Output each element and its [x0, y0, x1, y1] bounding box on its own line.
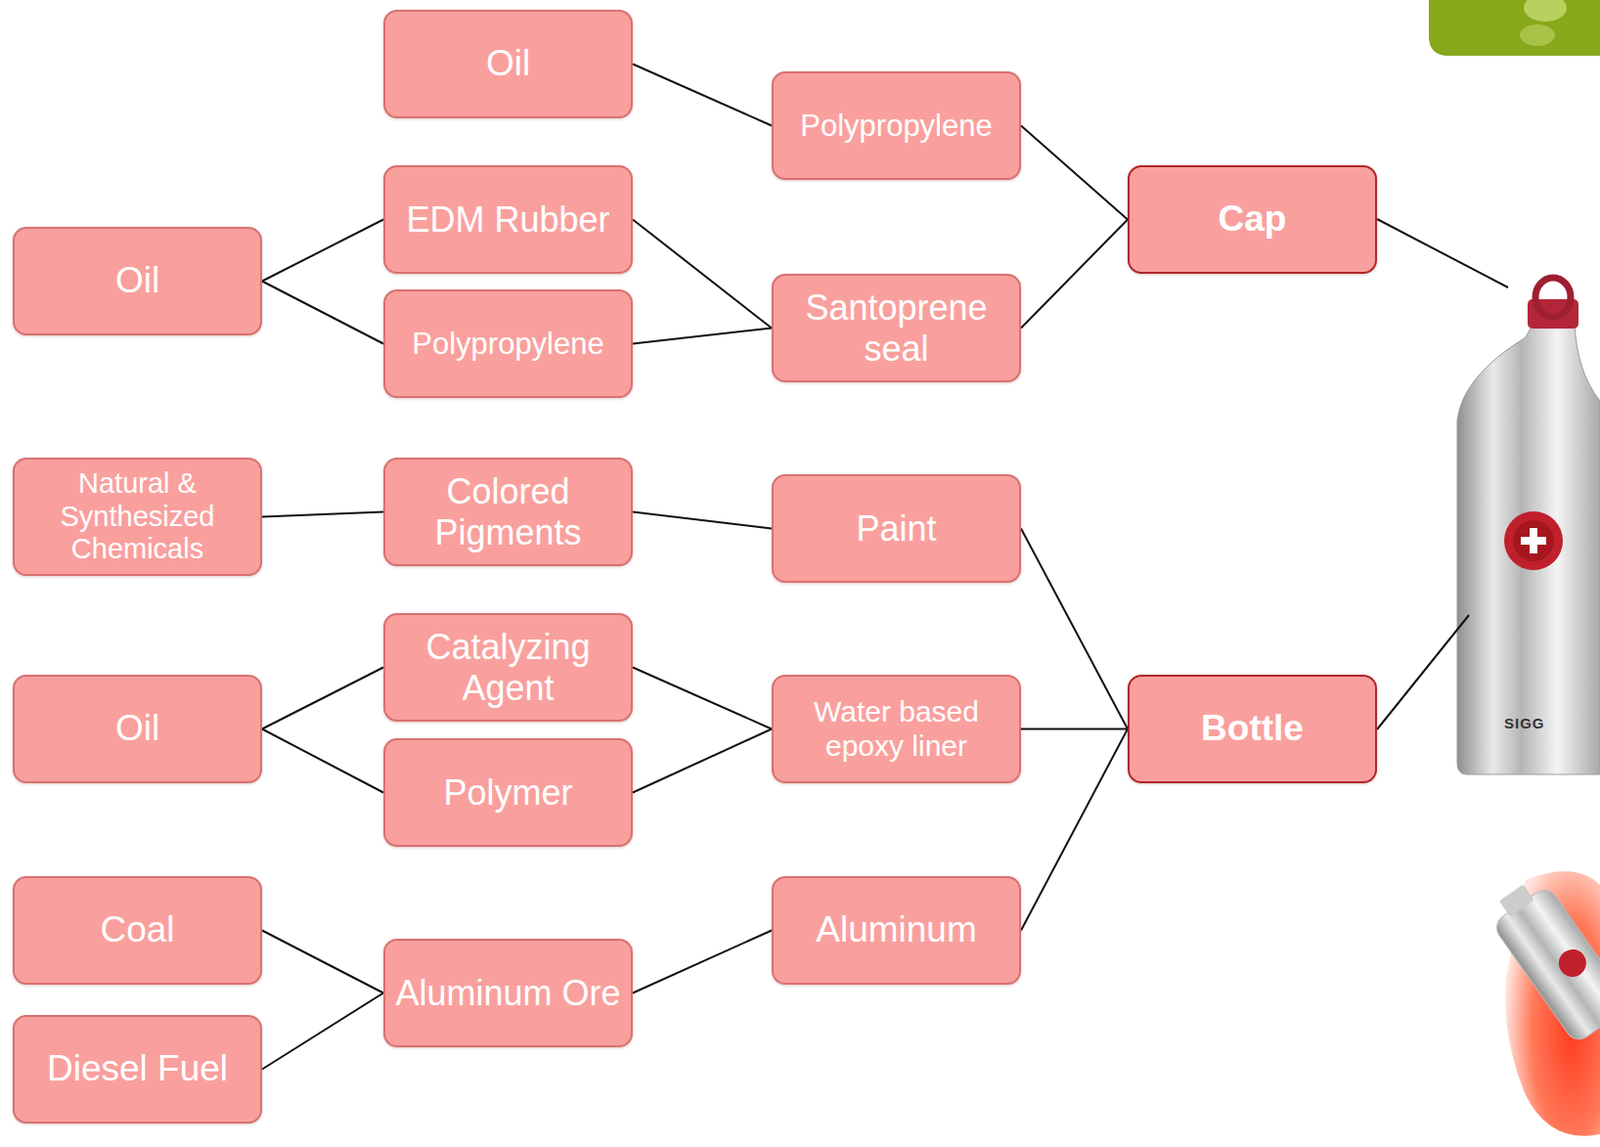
- seal-cross: [1520, 536, 1547, 545]
- connector-line: [632, 328, 772, 345]
- connector-line: [262, 281, 384, 345]
- connector-line: [262, 931, 384, 994]
- material-box: Polymer: [383, 738, 633, 847]
- leader-line: [1377, 615, 1469, 730]
- box-label: Santoprene seal: [783, 287, 1010, 369]
- connector-line: [1021, 126, 1128, 221]
- box-label: Oil: [115, 708, 160, 751]
- box-label: Catalyzing Agent: [395, 626, 622, 709]
- box-label: Diesel Fuel: [46, 1048, 228, 1091]
- box-label: Cap: [1218, 198, 1288, 241]
- material-box: Santoprene seal: [771, 273, 1022, 383]
- connector-line: [262, 667, 384, 730]
- box-label: Polypropylene: [800, 108, 992, 144]
- box-label: Oil: [486, 43, 531, 86]
- material-box: Polypropylene: [383, 289, 633, 399]
- material-box: Oil: [383, 9, 633, 119]
- connector-line: [632, 512, 772, 530]
- material-box: Catalyzing Agent: [383, 613, 633, 722]
- connector-line: [262, 729, 384, 794]
- material-box: Aluminum Ore: [383, 938, 633, 1048]
- badge-dot: [1523, 0, 1567, 22]
- box-label: Colored Pigments: [395, 471, 622, 553]
- brand-mark: SIGG: [1504, 714, 1546, 732]
- leader-line: [1377, 219, 1509, 288]
- box-label: Natural & Synthesized Chemicals: [24, 467, 251, 566]
- box-label: Coal: [99, 909, 175, 952]
- material-box: Diesel Fuel: [12, 1015, 263, 1124]
- material-box: Paint: [771, 474, 1022, 583]
- tilted-bottle: [1483, 873, 1600, 1045]
- material-box: Oil: [12, 674, 263, 784]
- box-label: Bottle: [1200, 708, 1304, 751]
- wax-seal-inner: [1512, 520, 1555, 562]
- connector-line: [632, 220, 772, 329]
- connector-line: [1021, 220, 1128, 329]
- bottle-loop: [1535, 277, 1571, 317]
- connector-line: [1021, 729, 1128, 932]
- material-box: EDM Rubber: [383, 165, 633, 274]
- connector-line: [632, 667, 772, 730]
- material-box: Natural & Synthesized Chemicals: [12, 457, 263, 577]
- material-box: Water based epoxy liner: [771, 674, 1022, 784]
- material-box: Coal: [12, 876, 263, 985]
- product-box: Cap: [1127, 165, 1378, 274]
- box-label: Paint: [855, 508, 936, 549]
- material-box: Oil: [12, 226, 263, 336]
- material-box: Colored Pigments: [383, 457, 633, 567]
- connector-line: [262, 993, 384, 1070]
- connector-line: [632, 64, 772, 127]
- box-label: Water based epoxy liner: [783, 695, 1010, 763]
- badge-dot: [1519, 24, 1556, 46]
- corner-badge: [1428, 0, 1600, 56]
- connector-line: [632, 931, 772, 994]
- box-label: Polypropylene: [411, 326, 604, 362]
- box-label: Polymer: [443, 772, 573, 813]
- connector-line: [1021, 728, 1128, 731]
- bottle-body: [1457, 322, 1600, 775]
- wax-seal: [1504, 511, 1563, 571]
- material-box: Aluminum: [771, 876, 1022, 985]
- material-box: Polypropylene: [771, 71, 1022, 180]
- connector-line: [262, 220, 384, 282]
- box-label: Oil: [115, 260, 160, 303]
- box-label: EDM Rubber: [405, 199, 610, 240]
- connector-line: [1021, 529, 1128, 730]
- box-label: Aluminum: [815, 909, 978, 952]
- connector-line: [262, 512, 384, 518]
- connector-line: [632, 729, 772, 794]
- box-label: Aluminum Ore: [395, 973, 621, 1014]
- product-box: Bottle: [1127, 674, 1378, 784]
